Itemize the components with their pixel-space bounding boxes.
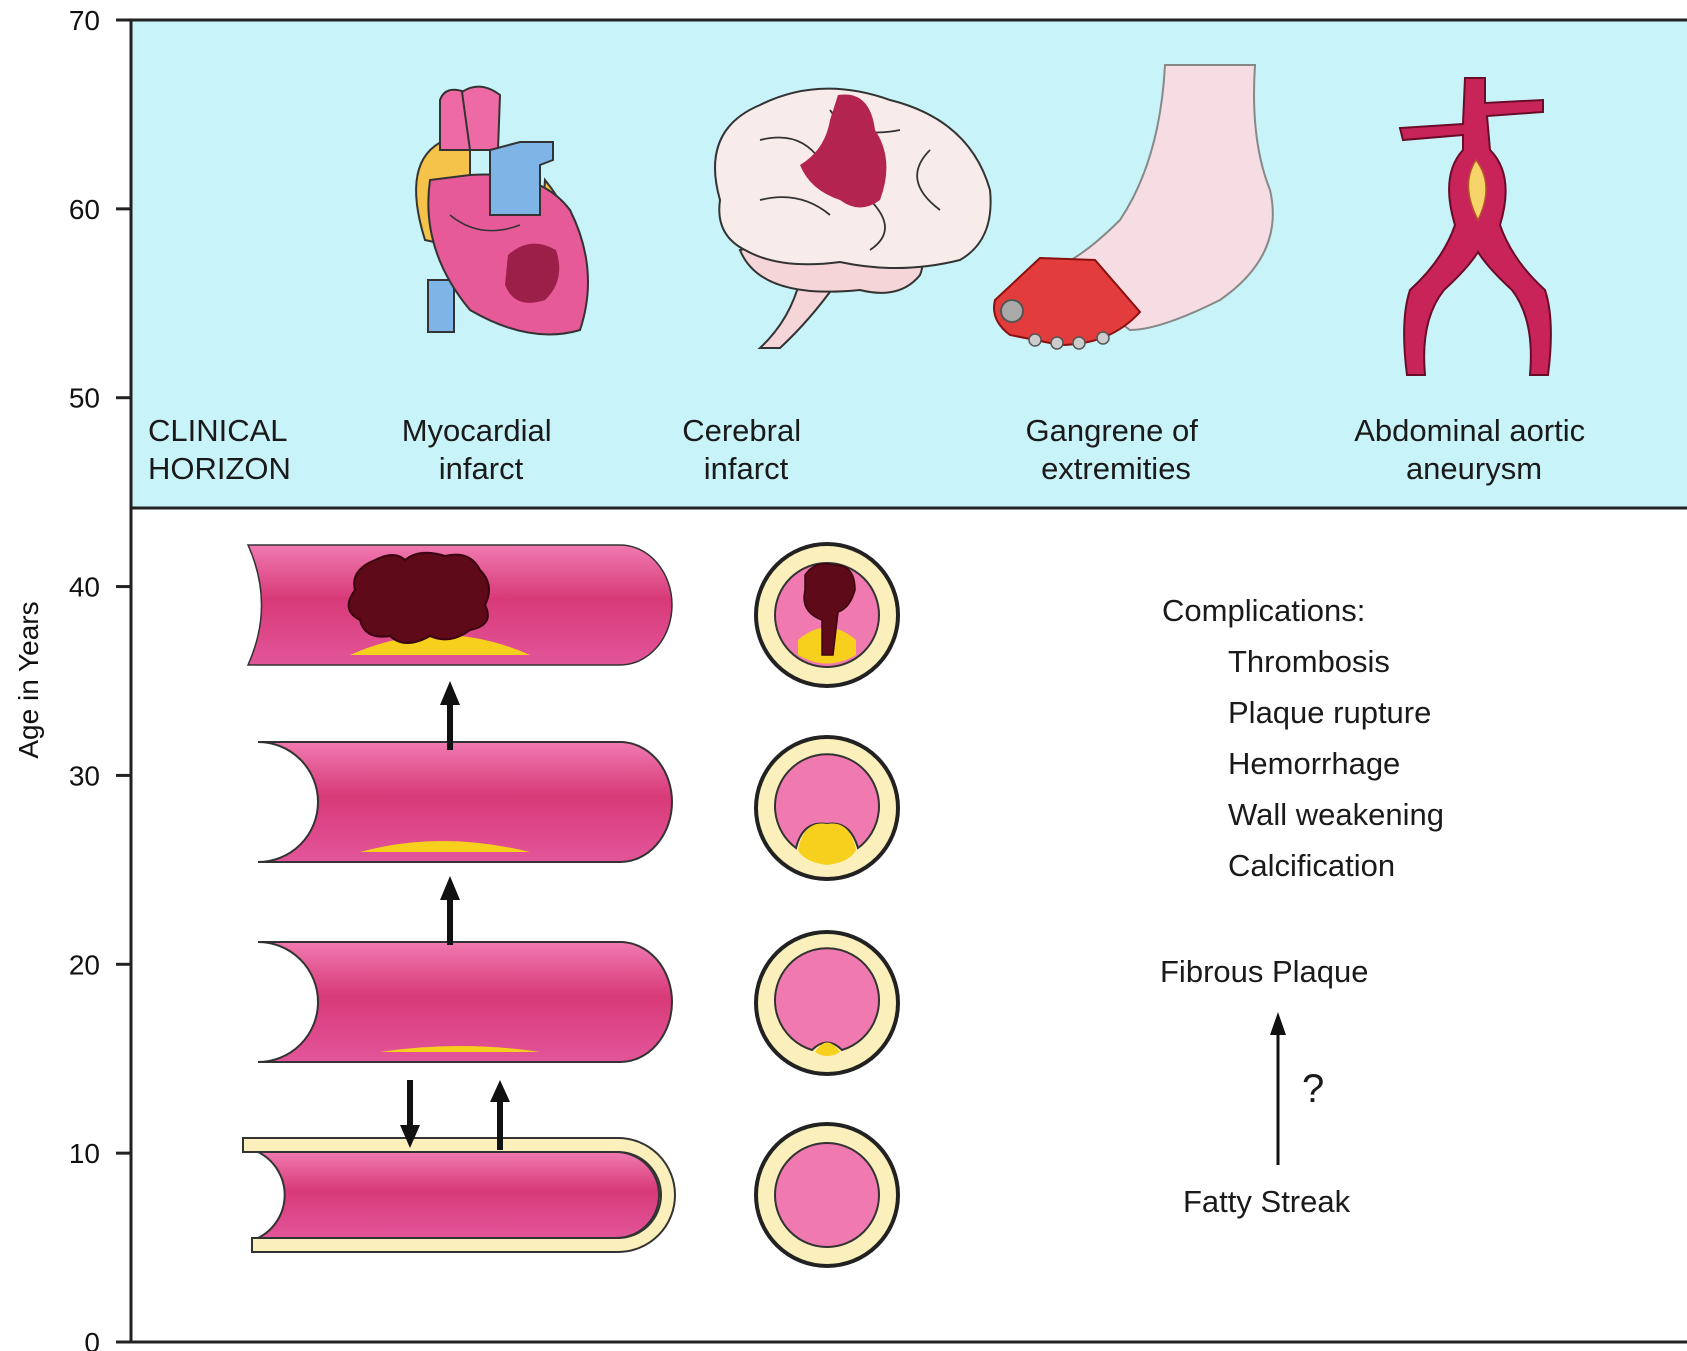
vessel-stage-fatty-streak-age-10 bbox=[243, 1138, 675, 1252]
fibrous-plaque-label: Fibrous Plaque bbox=[1160, 954, 1369, 989]
complication-hemorrhage: Hemorrhage bbox=[1228, 746, 1400, 781]
cross-section-age-20 bbox=[756, 932, 898, 1074]
y-tick-label: 30 bbox=[69, 760, 100, 791]
cross-section-age-30 bbox=[756, 737, 898, 879]
cross-section-age-40 bbox=[756, 544, 898, 686]
complication-wall-weakening: Wall weakening bbox=[1228, 797, 1444, 832]
complications-title: Complications: bbox=[1162, 593, 1365, 628]
y-tick-label: 0 bbox=[84, 1327, 100, 1351]
fatty-to-fibrous-arrow bbox=[1270, 1012, 1286, 1165]
arrow-up-age-25 bbox=[440, 876, 460, 945]
y-tick-label: 60 bbox=[69, 194, 100, 225]
question-mark: ? bbox=[1302, 1067, 1324, 1111]
y-tick-label: 70 bbox=[69, 5, 100, 36]
complication-calcification: Calcification bbox=[1228, 848, 1395, 883]
y-tick-label: 10 bbox=[69, 1138, 100, 1169]
complication-thrombosis: Thrombosis bbox=[1228, 644, 1390, 679]
arrow-up-age-35 bbox=[440, 681, 460, 750]
vessel-stage-age-20 bbox=[258, 942, 672, 1062]
y-tick-label: 40 bbox=[69, 572, 100, 603]
vessel-stage-age-30 bbox=[258, 742, 672, 862]
y-axis-title: Age in Years bbox=[13, 601, 44, 758]
cross-section-age-10 bbox=[756, 1124, 898, 1266]
fatty-streak-label: Fatty Streak bbox=[1183, 1184, 1351, 1219]
y-tick-label: 50 bbox=[69, 383, 100, 414]
complication-plaque-rupture: Plaque rupture bbox=[1228, 695, 1431, 730]
y-tick-label: 20 bbox=[69, 949, 100, 980]
vessel-stage-complicated-age-40 bbox=[248, 545, 672, 665]
y-axis-ticks: 0 10 20 30 40 50 60 70 bbox=[69, 5, 131, 1351]
